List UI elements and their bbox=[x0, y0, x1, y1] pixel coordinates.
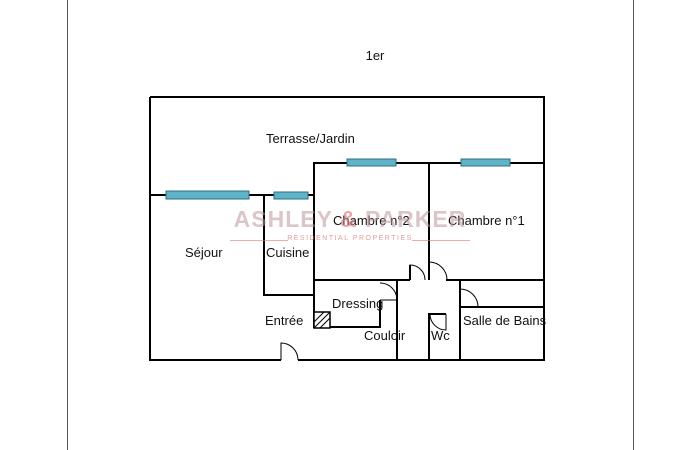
wc-wall bbox=[428, 313, 446, 360]
room-label-chambre2: Chambre n°2 bbox=[333, 213, 410, 228]
window-cuisine bbox=[273, 191, 309, 200]
dressing-wall bbox=[313, 280, 381, 328]
window-chambre1 bbox=[460, 158, 511, 167]
room-label-dressing: Dressing bbox=[332, 296, 384, 311]
room-label-cuisine: Cuisine bbox=[266, 245, 310, 260]
page-border-right bbox=[633, 0, 634, 450]
room-label-salle-de-bains: Salle de Bains bbox=[463, 313, 547, 328]
chimney-hatch bbox=[313, 311, 331, 329]
page-border-left bbox=[67, 0, 68, 450]
floor-label: 1er bbox=[365, 48, 385, 63]
windows bbox=[165, 158, 511, 200]
outer-wall bbox=[150, 96, 545, 361]
chimney bbox=[313, 311, 331, 329]
terrace-wall bbox=[150, 162, 544, 196]
chambre1-door-swing bbox=[428, 261, 448, 281]
room-label-wc: Wc bbox=[431, 328, 450, 343]
dressing-door-swing bbox=[379, 282, 398, 301]
room-label-terrasse: Terrasse/Jardin bbox=[266, 131, 355, 146]
room-label-couloir: Couloir bbox=[364, 328, 406, 343]
bathroom-door-swing bbox=[459, 288, 479, 308]
room-label-entree: Entrée bbox=[265, 313, 304, 328]
front-door-swing bbox=[280, 342, 299, 361]
chambre2-door-swing bbox=[409, 264, 426, 281]
room-label-chambre1: Chambre n°1 bbox=[448, 213, 525, 228]
room-label-sejour: Séjour bbox=[185, 245, 223, 260]
window-chambre2 bbox=[346, 158, 397, 167]
wc-door-swing bbox=[429, 313, 447, 331]
outer-wall-left bbox=[149, 97, 281, 361]
door-swings bbox=[280, 261, 479, 361]
cuisine-wall bbox=[263, 195, 314, 296]
window-sejour bbox=[165, 190, 250, 200]
